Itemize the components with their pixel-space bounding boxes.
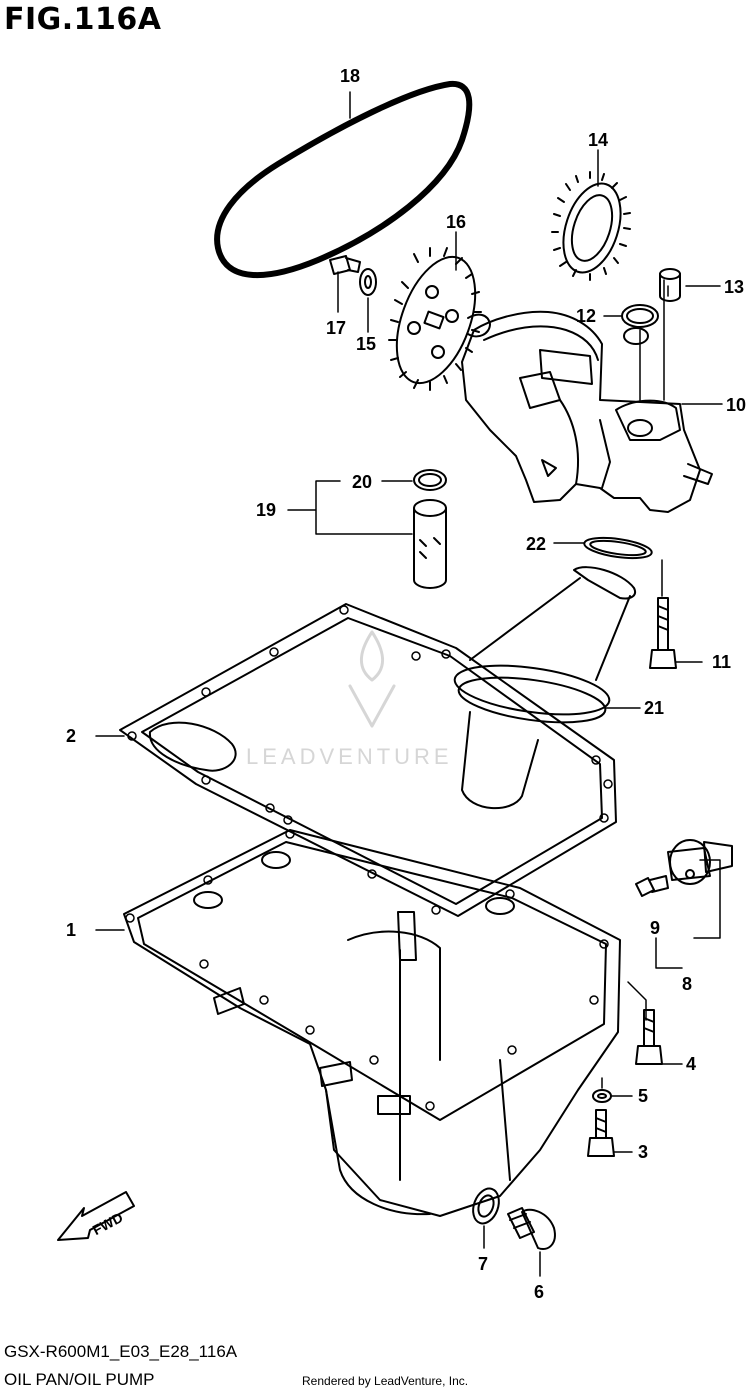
figure-name: OIL PAN/OIL PUMP: [4, 1370, 155, 1389]
gasket-holes: [127, 605, 613, 915]
render-credit: Rendered by LeadVenture, Inc.: [302, 1374, 469, 1388]
callout-6: 6: [534, 1282, 544, 1302]
callout-15: 15: [356, 334, 376, 354]
callout-17: 17: [326, 318, 346, 338]
callout-8: 8: [682, 974, 692, 994]
part-16-gear[interactable]: [381, 246, 490, 393]
pan-bolt-bosses: [125, 829, 609, 1111]
callout-11: 11: [712, 652, 731, 672]
callout-7: 7: [478, 1254, 488, 1274]
callout-21: 21: [644, 698, 664, 718]
part-21-strainer[interactable]: [452, 566, 636, 810]
part-11-bolt[interactable]: [649, 597, 677, 669]
model-code: GSX-R600M1_E03_E28_116A: [4, 1342, 238, 1361]
part-13-dowel[interactable]: [659, 268, 681, 302]
leader-lines: [95, 91, 723, 1277]
callout-4: 4: [686, 1054, 696, 1074]
part-6-drain-plug[interactable]: [507, 1207, 556, 1250]
part-3-bolt[interactable]: [587, 1109, 615, 1157]
part-7-gasket[interactable]: [469, 1185, 504, 1227]
part-22-o-ring[interactable]: [583, 534, 653, 561]
fwd-arrow: [57, 1191, 135, 1241]
callout-14: 14: [588, 130, 608, 150]
callout-19: 19: [256, 500, 276, 520]
fwd-label: FWD: [90, 1209, 126, 1238]
part-5-washer[interactable]: [592, 1089, 612, 1103]
part-8-oil-pressure-switch[interactable]: [667, 839, 733, 885]
part-4-bolt[interactable]: [635, 1009, 663, 1065]
callout-18: 18: [340, 66, 360, 86]
part-19-pipe[interactable]: [413, 499, 447, 589]
callout-labels: 18 14 16 13 12 17 15 10 20 19 22 11 21 2…: [66, 66, 746, 1302]
part-14-sprocket[interactable]: [551, 171, 631, 281]
part-18-chain[interactable]: [214, 80, 473, 278]
callout-5: 5: [638, 1086, 648, 1106]
callout-3: 3: [638, 1142, 648, 1162]
part-10-oil-pump[interactable]: [461, 310, 713, 513]
watermark-logo: [348, 630, 396, 728]
part-20-o-ring[interactable]: [413, 469, 447, 491]
part-15-washer[interactable]: [359, 268, 377, 296]
part-9-bolt[interactable]: [635, 875, 669, 897]
callout-20: 20: [352, 472, 372, 492]
callout-22: 22: [526, 534, 546, 554]
watermark-text: LEADVENTURE: [246, 744, 453, 769]
callout-10: 10: [726, 395, 746, 415]
callout-1: 1: [66, 920, 76, 940]
callout-16: 16: [446, 212, 466, 232]
part-1-oil-pan[interactable]: [123, 829, 621, 1217]
part-17-bolt[interactable]: [329, 255, 361, 275]
callout-12: 12: [576, 306, 596, 326]
part-2-gasket[interactable]: [119, 603, 617, 917]
callout-9: 9: [650, 918, 660, 938]
callout-2: 2: [66, 726, 76, 746]
part-12-o-ring[interactable]: [621, 304, 659, 328]
callout-13: 13: [724, 277, 744, 297]
figure-title: FIG.116A: [4, 2, 162, 37]
